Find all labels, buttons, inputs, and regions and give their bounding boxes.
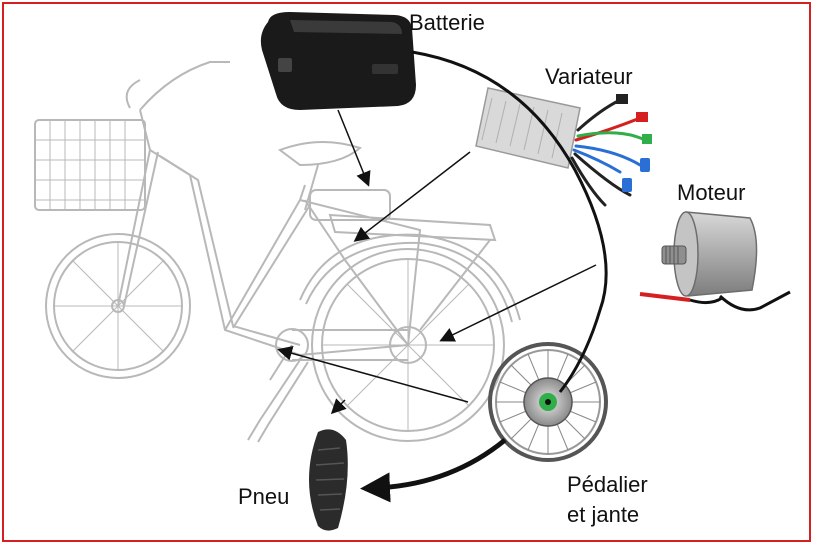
tire-illustration [309, 429, 348, 531]
controller-illustration [475, 87, 652, 207]
label-variateur: Variateur [545, 64, 633, 89]
power-flow-curve [411, 50, 608, 393]
hub-to-tire-arrow [360, 438, 507, 503]
label-pedalier: Pédalier et jante [567, 470, 687, 530]
label-pedalier-line2: et jante [567, 502, 640, 527]
label-batterie: Batterie [409, 10, 485, 35]
battery-illustration [260, 12, 416, 110]
hub-wheel-illustration [488, 342, 608, 462]
bicycle-illustration [34, 61, 521, 443]
label-moteur: Moteur [677, 180, 746, 205]
label-pedalier-line1: Pédalier [567, 472, 648, 497]
label-pneu: Pneu [238, 484, 290, 509]
diagram-frame [2, 2, 811, 542]
motor-illustration [639, 211, 791, 312]
pointer-arrows [277, 109, 597, 415]
